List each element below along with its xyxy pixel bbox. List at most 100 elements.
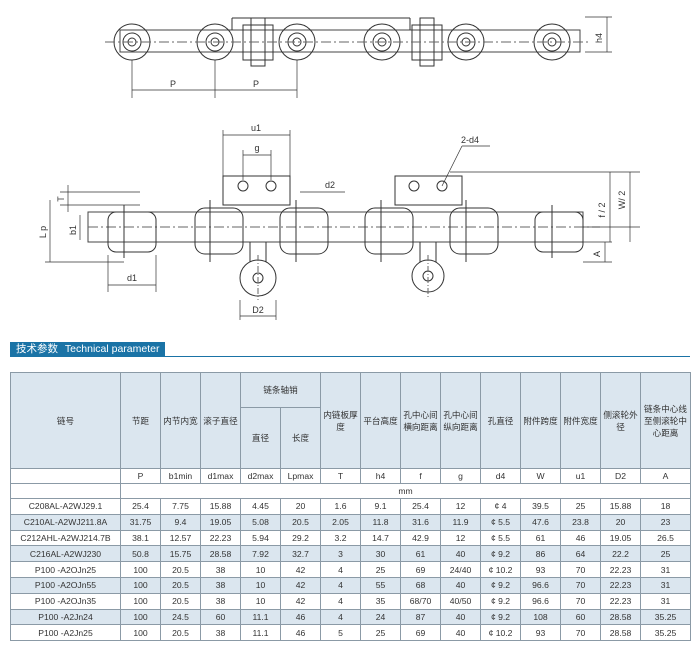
value-cell: 20 [600, 513, 642, 531]
value-cell: 4 [320, 576, 362, 594]
value-cell: 93 [520, 561, 562, 578]
header-inner-width: 内节内宽 [160, 372, 201, 469]
chain-no-cell: P100 -A2OJn25 [10, 561, 121, 578]
value-cell: 22.2 [600, 545, 642, 563]
section-title: 技术参数 Technical parameter [10, 342, 166, 357]
value-cell: 24/40 [440, 561, 482, 578]
value-cell: ¢ 5.5 [480, 513, 522, 531]
symbol-cell: P [120, 468, 161, 484]
value-cell: ¢ 4 [480, 498, 522, 515]
value-cell: 31 [640, 561, 692, 578]
value-cell: 38.1 [120, 529, 161, 547]
value-cell: 25 [640, 545, 692, 563]
symbol-cell: g [440, 468, 482, 484]
label-b1: b1 [68, 225, 78, 235]
value-cell: 100 [120, 608, 161, 626]
value-cell: 25 [360, 624, 402, 642]
value-cell: 19.05 [600, 529, 642, 547]
label-g: g [254, 143, 259, 153]
label-D2: D2 [252, 305, 264, 315]
value-cell: 70 [560, 624, 602, 642]
value-cell: 70 [560, 561, 602, 578]
value-cell: 64 [560, 545, 602, 563]
chain-no-cell: C216AL-A2WJ230 [10, 545, 121, 563]
header-pin-dia: 直径 [240, 407, 281, 469]
value-cell: 28.58 [600, 624, 642, 642]
label-d2: d2 [325, 180, 335, 190]
value-cell: 61 [400, 545, 442, 563]
value-cell: 25.4 [400, 498, 442, 515]
value-cell: 60 [200, 608, 241, 626]
value-cell: ¢ 9.2 [480, 545, 522, 563]
value-cell: 20 [279, 498, 322, 515]
value-cell: 96.6 [520, 576, 562, 594]
value-cell: 100 [120, 576, 161, 594]
value-cell: 38 [200, 592, 241, 610]
value-cell: ¢ 10.2 [480, 624, 522, 642]
value-cell: 12 [440, 529, 482, 547]
value-cell: 4.45 [240, 498, 281, 515]
header-att-width: 附件宽度 [560, 372, 602, 469]
value-cell: 42 [279, 592, 322, 610]
label-p1: P [170, 79, 176, 89]
section-divider [10, 356, 690, 357]
value-cell: 87 [400, 608, 442, 626]
header-hole-f: 孔中心间横向距离 [400, 372, 442, 469]
value-cell: 11.1 [240, 608, 281, 626]
value-cell: 40/50 [440, 592, 482, 610]
value-cell: 20.5 [160, 592, 201, 610]
chain-no-cell: C212AHL-A2WJ214.7B [10, 529, 121, 547]
value-cell: 10 [240, 592, 281, 610]
header-platform-h: 平台高度 [360, 372, 402, 469]
header-inner-plate: 内链板厚度 [320, 372, 362, 469]
value-cell: 68 [400, 576, 442, 594]
label-u1: u1 [251, 123, 261, 133]
value-cell: 86 [520, 545, 562, 563]
value-cell: 23.8 [560, 513, 602, 531]
value-cell: 15.75 [160, 545, 201, 563]
value-cell: 40 [440, 545, 482, 563]
value-cell: 31 [640, 576, 692, 594]
value-cell: 108 [520, 608, 562, 626]
side-view [45, 130, 640, 320]
value-cell: 70 [560, 576, 602, 594]
value-cell: 24 [360, 608, 402, 626]
value-cell: 4 [320, 608, 362, 626]
value-cell: ¢ 10.2 [480, 561, 522, 578]
value-cell: 9.4 [160, 513, 201, 531]
symbol-cell: W [520, 468, 562, 484]
parameter-table: 链号 节距 内节内宽 滚子直径 链条轴销 内链板厚度 平台高度 孔中心间横向距离… [10, 372, 692, 642]
value-cell: 22.23 [600, 576, 642, 594]
value-cell: 46 [279, 624, 322, 642]
chain-no-cell: C210AL-A2WJ211.8A [10, 513, 121, 531]
section-title-en: Technical parameter [64, 343, 160, 355]
value-cell: 93 [520, 624, 562, 642]
value-cell: 28.58 [600, 608, 642, 626]
chain-no-cell: P100 -A2OJn55 [10, 576, 121, 594]
value-cell: 100 [120, 592, 161, 610]
chain-no-cell: P100 -A2OJn35 [10, 592, 121, 610]
value-cell: 22.23 [200, 529, 241, 547]
value-cell: 4 [320, 592, 362, 610]
label-Lp: L p [38, 226, 48, 238]
header-hole-d: 孔直径 [480, 372, 522, 469]
value-cell: 69 [400, 561, 442, 578]
value-cell: 60 [560, 608, 602, 626]
value-cell: 24.5 [160, 608, 201, 626]
symbol-cell: A [640, 468, 692, 484]
header-hole-g: 孔中心间纵向距离 [440, 372, 482, 469]
header-att-span: 附件跨度 [520, 372, 562, 469]
value-cell: 35.25 [640, 608, 692, 626]
value-cell: 69 [400, 624, 442, 642]
symbol-cell: D2 [600, 468, 642, 484]
chain-no-cell: C208AL-A2WJ29.1 [10, 498, 121, 515]
value-cell: 38 [200, 576, 241, 594]
symbol-blank [10, 468, 121, 484]
value-cell: 31.6 [400, 513, 442, 531]
